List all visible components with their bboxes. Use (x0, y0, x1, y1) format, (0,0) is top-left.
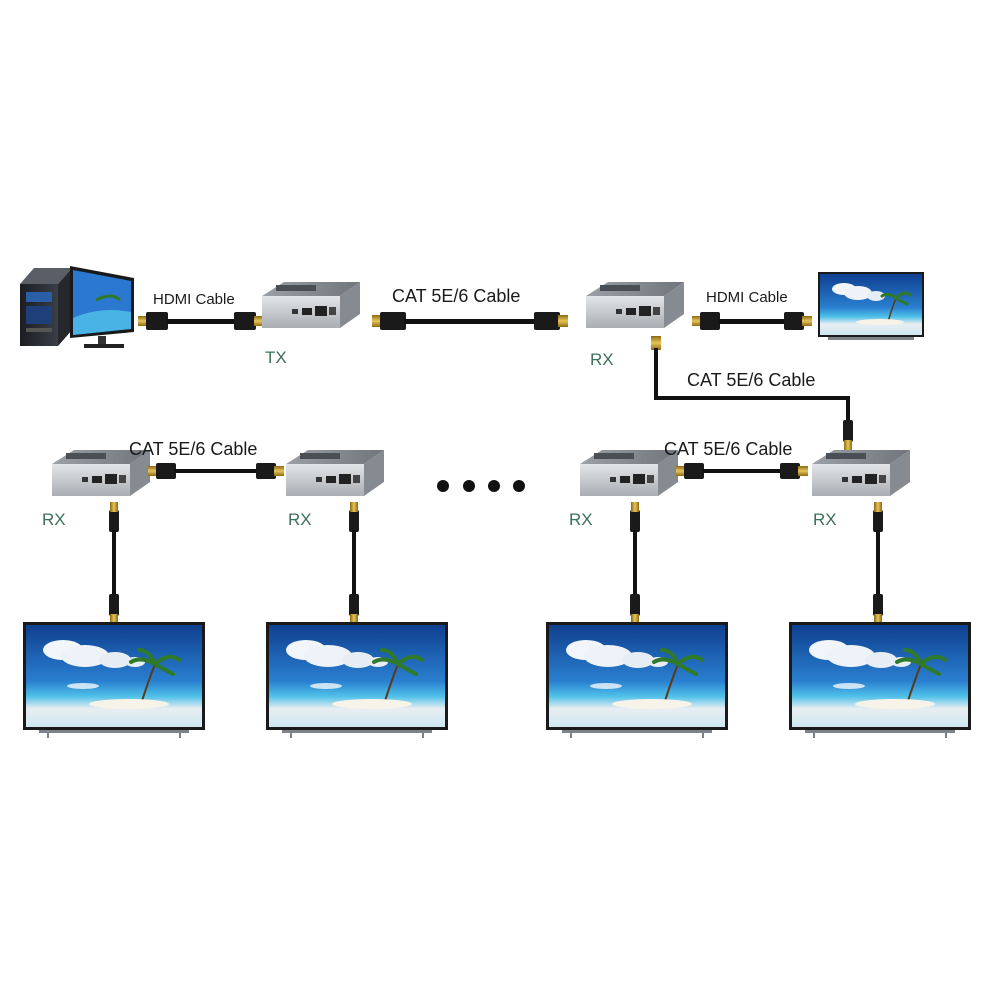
tv-top-right (816, 270, 926, 342)
tx-label: TX (265, 348, 287, 367)
rx-label-4: RX (813, 510, 837, 529)
rx-label-2: RX (288, 510, 312, 529)
hdmi-cable-vertical-4 (873, 502, 883, 624)
cat-cable-label-left: CAT 5E/6 Cable (129, 439, 257, 459)
rx-label-3: RX (569, 510, 593, 529)
hdmi-cable-vertical-2 (349, 502, 359, 624)
tv-bottom-4 (787, 620, 973, 740)
cat-cable-label-top: CAT 5E/6 Cable (392, 286, 520, 306)
tv-bottom-2 (264, 620, 450, 740)
cat-cable-tx-rx (372, 312, 568, 330)
cat-cable-rx1-rx2 (148, 463, 284, 479)
hdmi-cable-rx-tv (692, 312, 812, 330)
rx-label-1: RX (42, 510, 66, 529)
cat-cable-cascade (651, 336, 853, 450)
continuation-dots (437, 480, 525, 492)
hdmi-cable-label-right: HDMI Cable (706, 289, 788, 306)
tv-bottom-1 (21, 620, 207, 740)
tv-bottom-3 (544, 620, 730, 740)
hdmi-cable-vertical-1 (109, 502, 119, 624)
cat-cable-rx3-rx4 (676, 463, 808, 479)
hdmi-cable-label-left: HDMI Cable (153, 291, 235, 308)
tx-extender-box (262, 282, 360, 328)
cat-cable-label-cascade: CAT 5E/6 Cable (687, 370, 815, 390)
computer-tower-icon (20, 268, 72, 346)
hdmi-cable-pc-tx (138, 312, 264, 330)
rx-extender-box-top (586, 282, 684, 328)
rx-extender-box-4 (812, 450, 910, 496)
computer-monitor-icon (70, 266, 134, 348)
rx-extender-box-2 (286, 450, 384, 496)
cat-cable-label-right: CAT 5E/6 Cable (664, 439, 792, 459)
hdmi-cable-vertical-3 (630, 502, 640, 624)
rx-label-top: RX (590, 350, 614, 369)
